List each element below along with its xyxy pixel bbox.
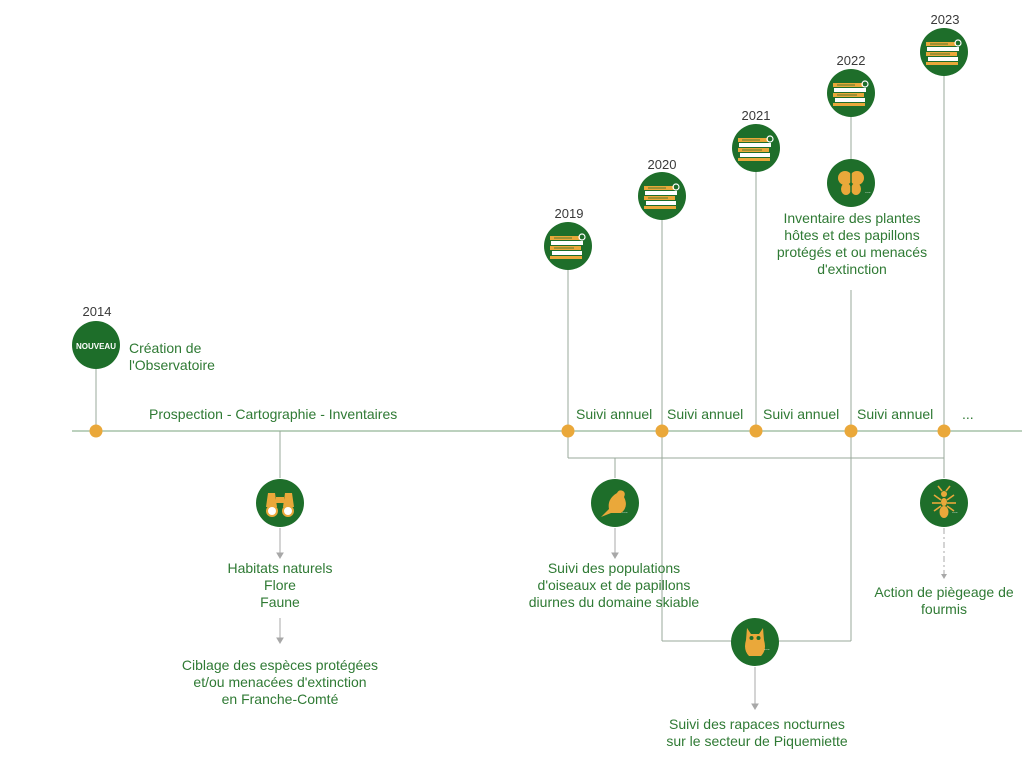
plantes-label: Inventaire des plantes hôtes et des papi… [776, 210, 928, 277]
year-label: 2023 [930, 12, 960, 27]
report-books-icon [544, 222, 592, 270]
year-label: 2020 [647, 157, 677, 172]
report-books-icon [732, 124, 780, 172]
ant-icon: ... [920, 479, 968, 527]
year-label: 2022 [836, 53, 866, 68]
owl-icon: ... [731, 618, 779, 666]
habitats-label: Habitats naturels Flore Faune [227, 560, 333, 610]
suivi-annuel-label: Suivi annuel [857, 406, 934, 422]
svg-text:...: ... [764, 645, 770, 652]
nouveau-label: NOUVEAU [76, 342, 116, 351]
year-label: 2021 [741, 108, 771, 123]
report-books-icon [920, 28, 968, 76]
svg-text:...: ... [952, 508, 958, 515]
fourmis-label: Action de piègeage de fourmis [874, 584, 1014, 617]
report-books-icon [638, 172, 686, 220]
bird-icon: ... [591, 479, 639, 527]
ciblage-label: Ciblage des espèces protégées et/ou mena… [181, 657, 379, 707]
nouveau-badge: NOUVEAU [72, 321, 120, 369]
creation-label: Création de l'Observatoire [129, 340, 215, 373]
dot-2023 [937, 424, 951, 438]
year-label: 2019 [554, 206, 584, 221]
butterfly-icon: ... [827, 159, 875, 207]
ellipsis-label: ... [962, 406, 974, 422]
rapaces-label: Suivi des rapaces nocturnes sur le secte… [666, 716, 848, 749]
svg-text:...: ... [622, 508, 628, 515]
year-label: 2014 [82, 304, 112, 319]
svg-text:...: ... [865, 188, 871, 195]
suivi-annuel-label: Suivi annuel [667, 406, 744, 422]
suivi-annuel-label: Suivi annuel [576, 406, 653, 422]
suivi-annuel-label: Suivi annuel [763, 406, 840, 422]
prospection-label: Prospection - Cartographie - Inventaires [149, 406, 398, 422]
dot-2020 [655, 424, 669, 438]
report-books-icon [827, 69, 875, 117]
dot-2019 [561, 424, 575, 438]
oiseaux-label: Suivi des populations d'oiseaux et de pa… [528, 560, 700, 610]
dot-2022 [844, 424, 858, 438]
dot-2021 [749, 424, 763, 438]
binoculars-icon [256, 479, 304, 527]
dot-2014 [89, 424, 103, 438]
